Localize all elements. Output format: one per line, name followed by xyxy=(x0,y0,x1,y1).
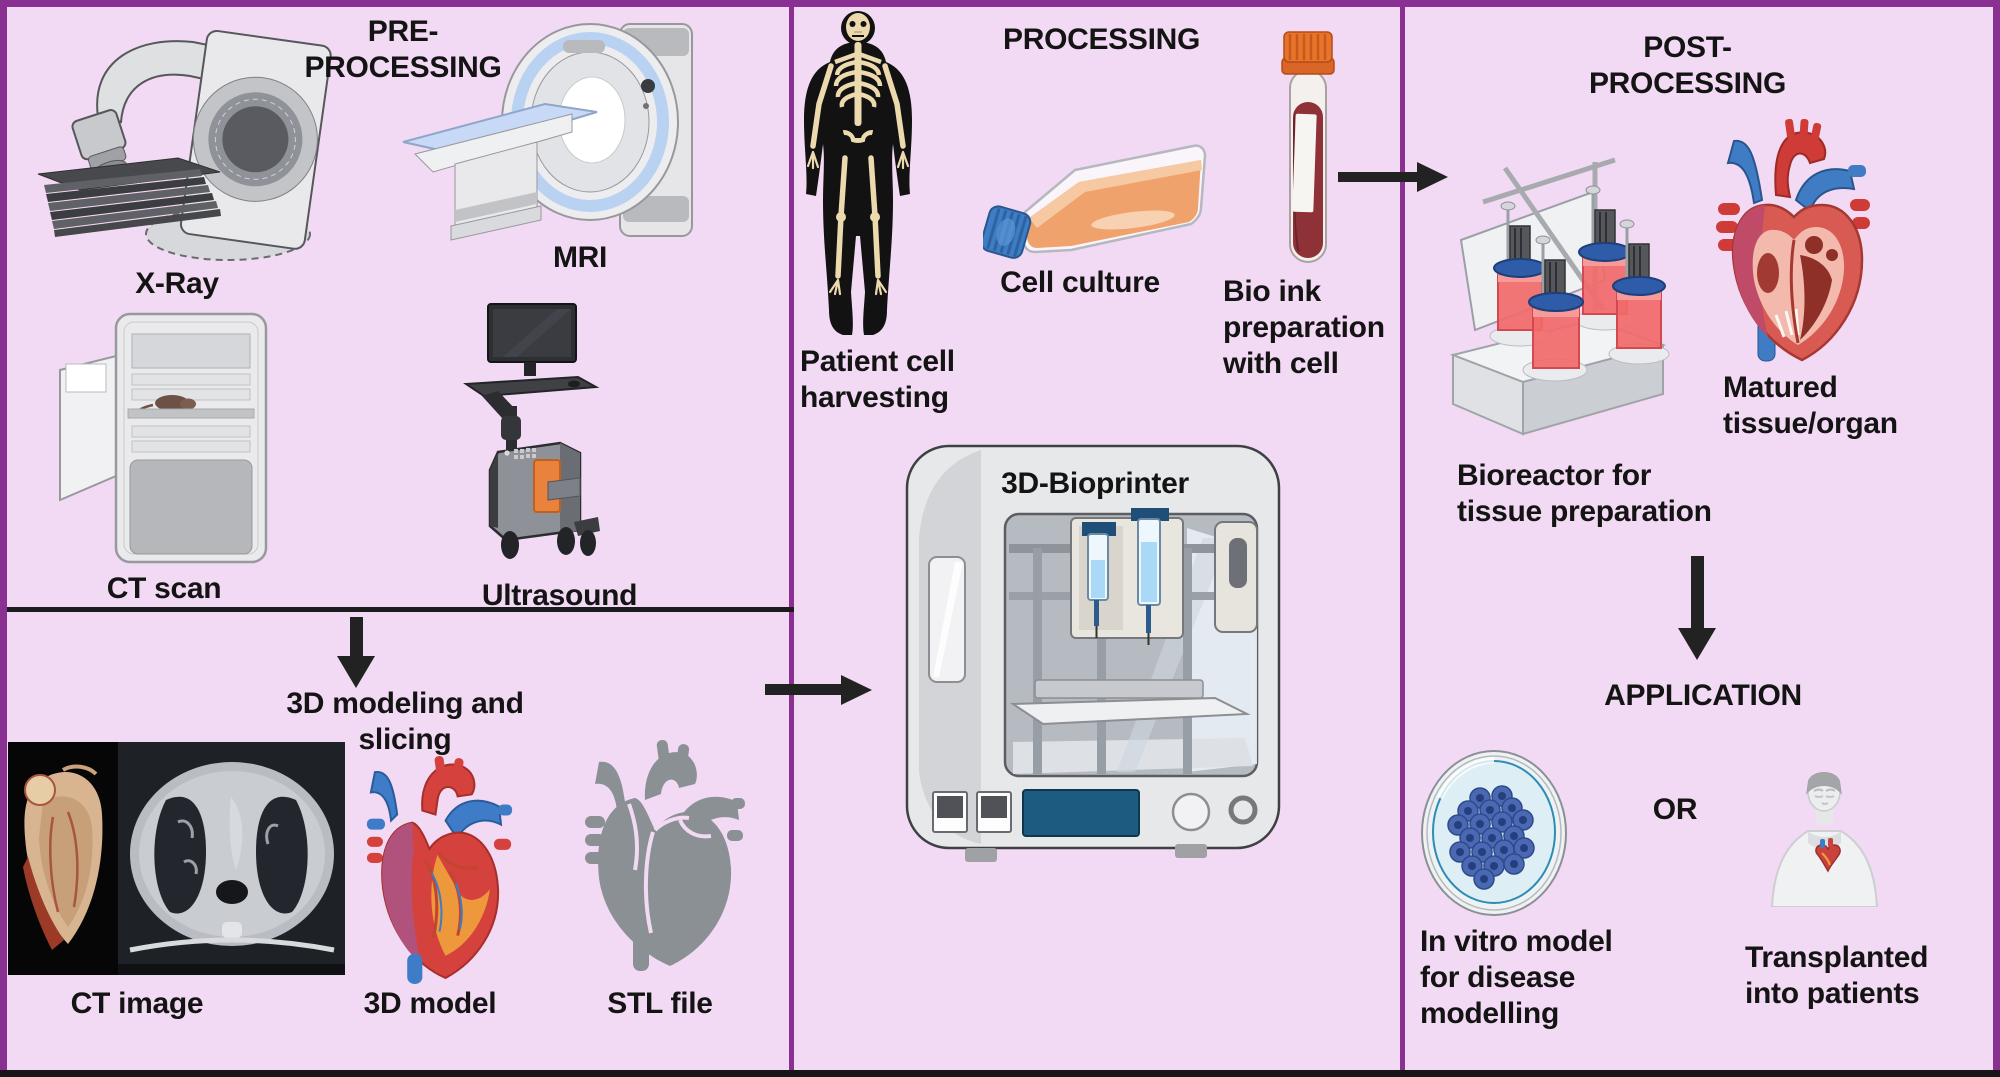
modeling-title: 3D modeling and slicing xyxy=(286,687,524,756)
divider-imaging-modeling xyxy=(0,607,794,612)
bio-ink-label: Bio ink preparation with cell xyxy=(1223,275,1385,380)
mri-machine-icon xyxy=(395,14,700,264)
application-title: APPLICATION xyxy=(1604,679,1802,712)
cell-culture-label: Cell culture xyxy=(1000,266,1160,299)
model-3d-label: 3D model xyxy=(363,987,497,1020)
ct-scanner-icon xyxy=(58,308,288,568)
stl-label: STL file xyxy=(607,987,713,1020)
ct-image-label: CT image xyxy=(70,987,204,1020)
transplant-label: Transplanted into patients xyxy=(1745,941,1929,1010)
ct-image-photo-heart xyxy=(8,742,118,975)
bioreactor-label: Bioreactor for tissue preparation xyxy=(1457,459,1712,528)
model-heart-icon xyxy=(366,752,514,984)
pre-processing-title: PRE-PROCESSING xyxy=(304,15,502,84)
stl-heart-icon xyxy=(585,738,745,973)
divider-pre-processing xyxy=(789,0,794,1077)
transplant-patient-icon xyxy=(1762,765,1887,907)
bioprinter-icon xyxy=(885,442,1285,872)
invitro-label: In vitro model for disease modelling xyxy=(1420,925,1613,1030)
xray-label: X-Ray xyxy=(135,267,219,300)
post-processing-title: POST-PROCESSING xyxy=(1588,31,1787,100)
petri-dish-icon xyxy=(1420,748,1568,918)
ultrasound-machine-icon xyxy=(462,300,602,562)
patient-label: Patient cell harvesting xyxy=(800,345,955,414)
bio-ink-tube-icon xyxy=(1278,30,1338,267)
matured-heart-icon xyxy=(1710,105,1880,373)
xray-machine-icon xyxy=(28,22,333,267)
bioreactor-icon xyxy=(1443,140,1678,440)
processing-title: PROCESSING xyxy=(1003,23,1201,56)
ct-image-photo-chest xyxy=(118,742,345,975)
bioprinter-label: 3D-Bioprinter xyxy=(1001,467,1189,500)
bottom-edge xyxy=(0,1070,2000,1077)
mri-label: MRI xyxy=(552,241,608,274)
matured-label: Matured tissue/organ xyxy=(1723,371,1898,440)
or-label: OR xyxy=(1652,793,1698,826)
ultrasound-label: Ultrasound xyxy=(481,579,638,612)
divider-processing-post xyxy=(1400,0,1405,1077)
ct-scan-label: CT scan xyxy=(106,572,222,605)
cell-culture-flask-icon xyxy=(983,122,1211,267)
patient-skeleton-icon xyxy=(793,8,923,338)
